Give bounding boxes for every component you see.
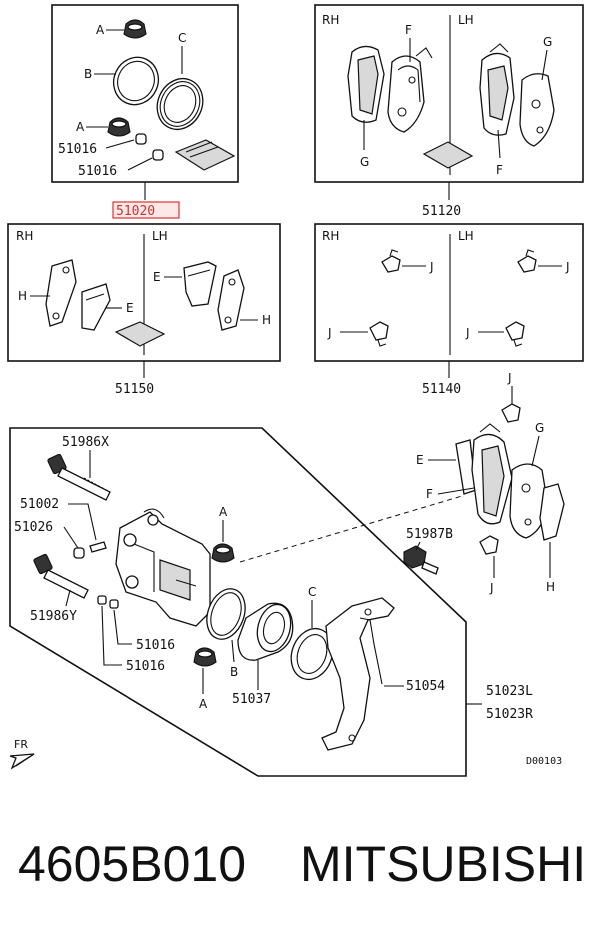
label-g-rh: G	[360, 155, 369, 169]
main-assembly: 51986X 51002 51026 51986Y	[9, 371, 565, 777]
brand-name: MITSUBISHI	[300, 836, 587, 892]
label-j4: J	[465, 326, 470, 340]
assembly-frame	[9, 427, 467, 777]
label-51986x: 51986X	[62, 435, 109, 450]
panel-51020: A B C A 51016 51016 51020	[51, 4, 239, 219]
label-a-bottom: A	[199, 697, 208, 711]
clip-j4	[505, 321, 525, 347]
clip-j2	[517, 249, 537, 273]
cap-51026	[73, 547, 85, 559]
label-c: C	[178, 31, 186, 45]
part-number-51150[interactable]: 51150	[115, 382, 154, 397]
panel-51140: RH LH J J J J 51140	[314, 223, 584, 397]
label-51023l: 51023L	[486, 684, 533, 699]
label-j1: J	[429, 260, 434, 274]
label-51023r: 51023R	[486, 707, 533, 722]
label-a-top: A	[219, 505, 228, 519]
label-a-top: A	[96, 23, 105, 37]
label-51986y: 51986Y	[30, 609, 77, 624]
label-51037: 51037	[232, 692, 271, 707]
caliper-bracket-51054	[321, 597, 395, 751]
highlight-51020	[112, 201, 180, 219]
caliper-body	[115, 508, 211, 627]
label-b: B	[230, 665, 238, 679]
label-j3: J	[327, 326, 332, 340]
label-h-lh: H	[262, 313, 271, 327]
clip-j-top	[501, 403, 521, 423]
label-g-lh: G	[543, 35, 552, 49]
label-rh: RH	[322, 13, 339, 27]
label-51002: 51002	[20, 497, 59, 512]
label-e-lh: E	[153, 270, 161, 284]
part-number: 4605B010	[18, 836, 247, 892]
pad-g	[509, 463, 549, 539]
label-lh: LH	[458, 229, 474, 243]
label-lh: LH	[458, 13, 474, 27]
bushing-1	[135, 133, 147, 145]
brake-caliper-exploded-diagram: A B C A 51016 51016 51020	[7, 4, 584, 777]
part-number-51140[interactable]: 51140	[422, 382, 461, 397]
o-ring-b	[112, 56, 160, 106]
label-51026: 51026	[14, 520, 53, 535]
label-g: G	[535, 421, 544, 435]
piston-seal-c	[156, 78, 204, 130]
label-e-rh: E	[126, 301, 134, 315]
boot-a-mid	[107, 117, 131, 137]
label-51054: 51054	[406, 679, 445, 694]
label-51016-2: 51016	[78, 164, 117, 179]
label-j2: J	[565, 260, 570, 274]
label-j-bottom: J	[489, 581, 494, 595]
label-51987b: 51987B	[406, 527, 453, 542]
fr-label: FR	[14, 738, 28, 751]
part-number-51020[interactable]: 51020	[116, 204, 155, 219]
label-j-top: J	[507, 371, 512, 385]
bushing-1	[97, 595, 107, 605]
part-number-51120[interactable]: 51120	[422, 204, 461, 219]
label-51016-b: 51016	[126, 659, 165, 674]
boot-a-bottom	[193, 647, 217, 667]
clip-j-bottom	[479, 535, 499, 555]
grease-packet-1150	[114, 321, 166, 347]
panel-51150: RH LH H E E H 51150	[7, 223, 281, 397]
label-h-rh: H	[18, 289, 27, 303]
bushing-2	[152, 149, 164, 161]
label-e: E	[416, 453, 424, 467]
shim-h-rh	[45, 259, 77, 327]
bushing-2	[109, 599, 119, 609]
footer: 4605B010 MITSUBISHI	[0, 825, 600, 915]
label-rh: RH	[322, 229, 339, 243]
clip-j3	[369, 321, 389, 347]
shim-e-lh	[183, 261, 217, 307]
grease-packet	[174, 139, 236, 171]
label-rh: RH	[16, 229, 33, 243]
panel-51120: RH LH F G G F 51120	[314, 4, 584, 219]
label-f-rh: F	[405, 23, 412, 37]
shim-h	[539, 483, 565, 541]
piston-seal-c	[290, 627, 334, 681]
label-f: F	[426, 487, 433, 501]
label-c: C	[308, 585, 316, 599]
label-a-mid: A	[76, 120, 85, 134]
bolt-51987b	[403, 545, 439, 575]
pad-f-rh	[387, 55, 425, 133]
pad-g-lh	[519, 73, 555, 147]
boot-a-top	[123, 19, 147, 39]
label-51016-1: 51016	[58, 142, 97, 157]
clip-j1	[381, 249, 401, 273]
bleeder-51002	[89, 541, 107, 553]
label-f-lh: F	[496, 163, 503, 177]
label-b: B	[84, 67, 92, 81]
grease-packet-1120	[422, 141, 474, 169]
boot-a-top	[211, 543, 235, 563]
label-51016-a: 51016	[136, 638, 175, 653]
guide-pin-51986x	[47, 453, 111, 501]
guide-pin-51986y	[33, 553, 89, 599]
drawing-code: D00103	[526, 756, 562, 767]
piston-51037	[237, 602, 294, 661]
label-h: H	[546, 580, 555, 594]
shim-e-rh	[81, 283, 111, 331]
shim-h-lh	[217, 269, 245, 331]
label-lh: LH	[152, 229, 168, 243]
